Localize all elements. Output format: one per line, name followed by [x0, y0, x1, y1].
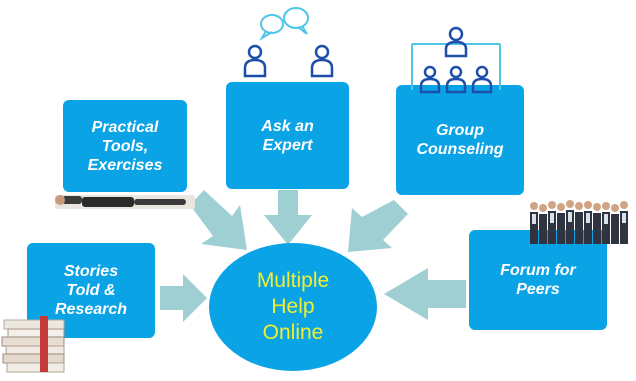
- stack-of-books-image: [1, 316, 65, 373]
- forum-box: Forum for Peers: [469, 230, 607, 330]
- org-chart-people-icon: [411, 26, 501, 94]
- center-label: Multiple Help Online: [256, 269, 330, 344]
- arrow-ask-expert: [264, 190, 312, 245]
- forum-label: Forum for Peers: [500, 262, 576, 298]
- crowd-of-people-image: [530, 200, 628, 244]
- ask-expert-label: Ask an Expert: [261, 117, 314, 154]
- practical-tools-label: Practical Tools, Exercises: [87, 118, 163, 174]
- arrow-practical-tools: [190, 190, 247, 250]
- ask-expert-box: Ask an Expert: [226, 82, 349, 189]
- person-lying-on-mat-image: [55, 195, 195, 209]
- group-counseling-label: Group Counseling: [416, 122, 504, 158]
- arrow-stories: [160, 274, 207, 322]
- stories-label: Stories Told & Research: [54, 263, 128, 318]
- practical-tools-box: Practical Tools, Exercises: [63, 100, 187, 192]
- arrow-group-counseling: [348, 200, 408, 252]
- center-node: Multiple Help Online: [209, 243, 377, 371]
- two-people-chat-icon: [243, 7, 334, 78]
- arrow-forum: [384, 268, 466, 320]
- group-counseling-box: Group Counseling: [396, 85, 524, 195]
